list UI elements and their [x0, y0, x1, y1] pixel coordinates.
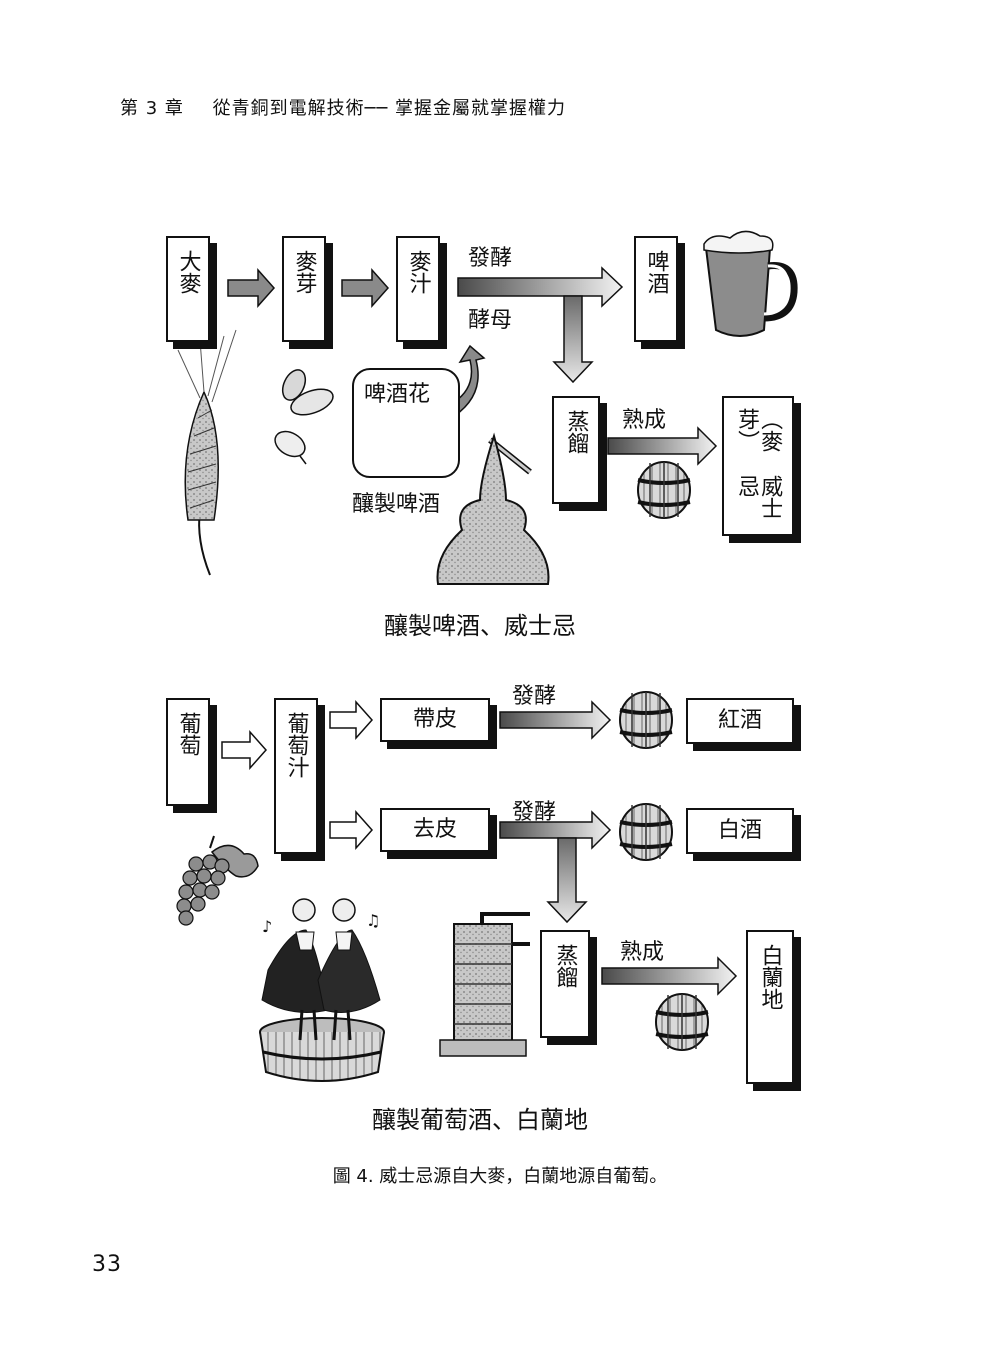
whisky-label: 威士忌: [734, 475, 783, 520]
arrow-malt-to-wort: [341, 268, 390, 308]
arrow-to-red-wine-barrel: [499, 700, 612, 740]
beer-mug-icon: [703, 230, 798, 337]
barley-stalk-icon: [177, 329, 237, 576]
step-without-skin: 去皮: [380, 808, 490, 852]
arrow-distill-to-whisky: [607, 426, 718, 466]
step-grapes: 葡萄: [166, 698, 210, 806]
step-barley: 大麥: [166, 236, 210, 342]
fermentation-label-white: 發酵: [512, 800, 557, 825]
arrow-down-to-distill: [552, 295, 594, 384]
yeast-label: 酵母: [468, 308, 513, 333]
hops-frame: [352, 368, 460, 478]
step-whisky: （麥芽） 威士忌: [722, 396, 794, 536]
arrow-down-to-brandy-distill: [546, 837, 588, 924]
step-beer: 啤酒: [634, 236, 678, 342]
aging-label-brandy: 熟成: [620, 940, 665, 965]
arrow-juice-to-without-skin: [329, 810, 374, 850]
step-white-wine: 白酒: [686, 808, 794, 854]
barrel-icon: [636, 460, 692, 520]
hops-curved-arrow: [443, 344, 486, 422]
grape-stomping-dancers-icon: ♪ ♫: [259, 898, 385, 1082]
step-red-wine: 紅酒: [686, 698, 794, 744]
arrow-wort-to-beer: [457, 266, 624, 308]
section-caption-wine-brandy: 釀製葡萄酒、白蘭地: [372, 1106, 588, 1134]
page-number: 33: [92, 1252, 122, 1277]
section-caption-beer-whisky: 釀製啤酒、威士忌: [384, 612, 576, 640]
brew-beer-label: 釀製啤酒: [352, 492, 441, 517]
grapes-icon: [176, 835, 259, 926]
step-distill-whisky: 蒸餾: [552, 396, 600, 504]
fermentation-label: 發酵: [468, 246, 513, 271]
page-header: 第 3 章 從青銅到電解技術── 掌握金屬就掌握權力: [120, 94, 566, 120]
figure-caption: 圖 4. 威士忌源自大麥，白蘭地源自葡萄。: [332, 1166, 668, 1187]
barrel-icon: [618, 802, 674, 862]
arrow-grapes-to-juice: [221, 730, 268, 770]
step-wort: 麥汁: [396, 236, 440, 342]
step-grape-juice: 葡萄汁: [274, 698, 318, 854]
svg-text:♫: ♫: [366, 911, 380, 930]
fermentation-label-red: 發酵: [512, 684, 557, 709]
pot-still-icon: [436, 432, 550, 585]
svg-text:♪: ♪: [262, 917, 272, 936]
chapter-title: 從青銅到電解技術── 掌握金屬就掌握權力: [212, 98, 567, 119]
arrow-to-white-wine-barrel: [499, 810, 612, 850]
hops-label: 啤酒花: [364, 382, 431, 407]
step-with-skin: 帶皮: [380, 698, 490, 742]
chapter-number: 第 3 章: [120, 98, 184, 119]
step-malt: 麥芽: [282, 236, 326, 342]
arrow-barley-to-malt: [227, 268, 276, 308]
aging-label: 熟成: [622, 408, 667, 433]
step-brandy: 白蘭地: [746, 930, 794, 1084]
step-distill-brandy: 蒸餾: [540, 930, 590, 1038]
arrow-distill-to-brandy: [601, 956, 738, 996]
arrow-juice-to-with-skin: [329, 700, 374, 740]
malt-seed-icon: [274, 369, 334, 465]
column-still-icon: [439, 912, 530, 1057]
whisky-note: （麥芽）: [734, 408, 783, 452]
barrel-icon: [618, 690, 674, 750]
barrel-icon: [654, 992, 710, 1052]
